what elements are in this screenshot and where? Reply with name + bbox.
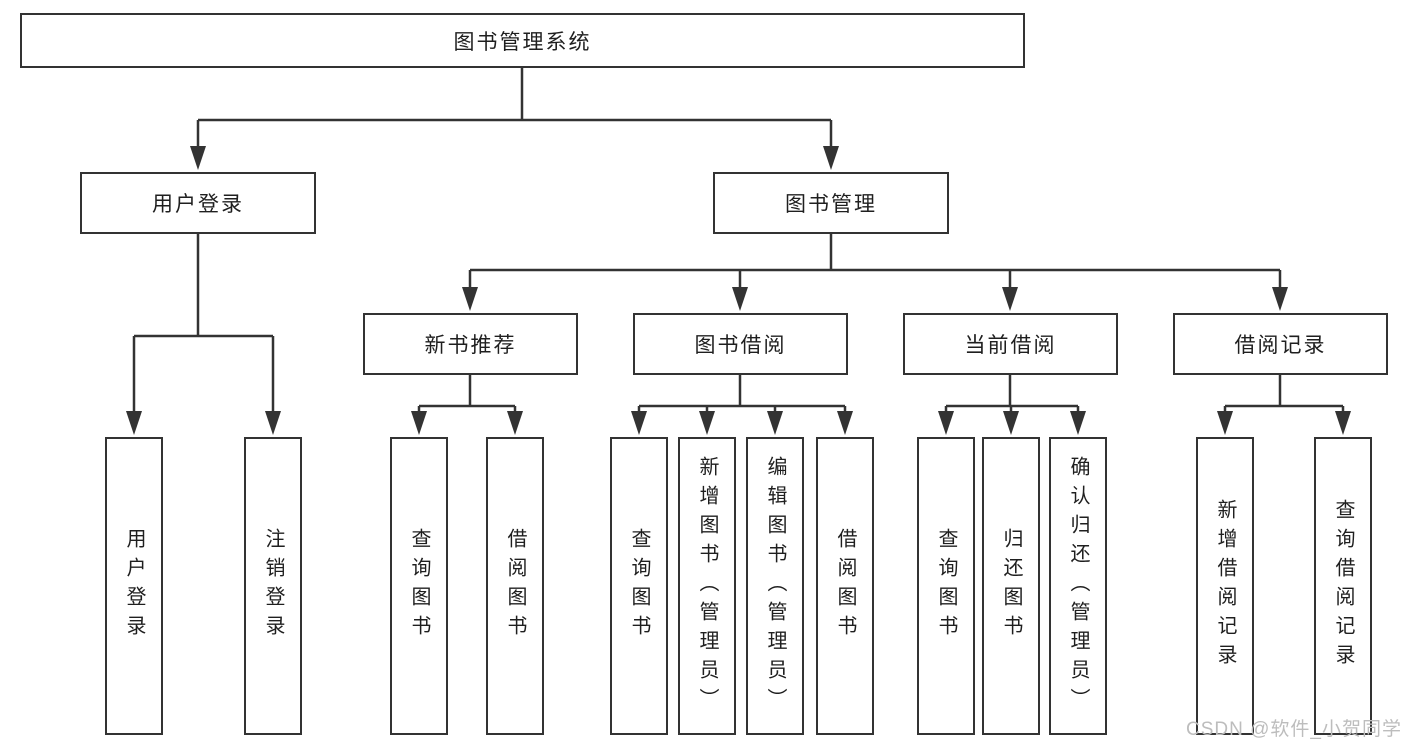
node-user-login: 用户登录 [80,172,316,234]
arrowheads [126,146,1351,435]
connector-root-to-level2 [196,68,833,150]
arrowhead-icon [1070,411,1086,435]
node-query-books-recommend: 查询图书 [390,437,448,735]
node-borrow-books-recommend: 借阅图书 [486,437,544,735]
node-confirm-return-admin-label: 确认归还（管理员） [1067,455,1089,717]
arrowhead-icon [1335,411,1351,435]
arrowhead-icon [823,146,839,170]
node-return-book: 归还图书 [982,437,1040,735]
arrowhead-icon [732,287,748,311]
arrowhead-icon [938,411,954,435]
node-new-book-recommend: 新书推荐 [363,313,578,375]
node-query-books-borrow-label: 查询图书 [628,528,650,644]
arrowhead-icon [837,411,853,435]
connector-userlogin-to-leaves [132,234,275,414]
node-book-management: 图书管理 [713,172,949,234]
node-confirm-return-admin: 确认归还（管理员） [1049,437,1107,735]
connector-recommend-to-leaves [417,375,517,414]
node-current-borrow: 当前借阅 [903,313,1118,375]
node-query-books-current: 查询图书 [917,437,975,735]
arrowhead-icon [1272,287,1288,311]
node-edit-book-admin: 编辑图书（管理员） [746,437,804,735]
node-query-books-recommend-label: 查询图书 [408,528,430,644]
node-borrow-records: 借阅记录 [1173,313,1388,375]
node-book-management-label: 图书管理 [785,193,877,216]
node-book-borrow-label: 图书借阅 [694,334,787,357]
node-return-book-label: 归还图书 [1000,528,1022,644]
node-query-books-borrow: 查询图书 [610,437,668,735]
connector-bookmgmt-to-level3 [468,234,1282,291]
csdn-watermark: CSDN @软件_小贺同学 [1186,719,1402,740]
arrowhead-icon [699,411,715,435]
node-user-login-leaf: 用户登录 [105,437,163,735]
arrowhead-icon [767,411,783,435]
node-root-label: 图书管理系统 [453,30,592,54]
arrowhead-icon [411,411,427,435]
node-edit-book-admin-label: 编辑图书（管理员） [764,455,786,717]
node-query-borrow-record: 查询借阅记录 [1314,437,1372,735]
node-borrow-books-recommend-label: 借阅图书 [504,528,526,644]
node-add-borrow-record: 新增借阅记录 [1196,437,1254,735]
node-add-book-admin: 新增图书（管理员） [678,437,736,735]
arrowhead-icon [507,411,523,435]
node-borrow-records-label: 借阅记录 [1234,334,1327,357]
node-current-borrow-label: 当前借阅 [964,334,1057,357]
arrowhead-icon [265,411,281,435]
node-new-book-recommend-label: 新书推荐 [424,334,517,357]
arrowhead-icon [1217,411,1233,435]
arrowhead-icon [190,146,206,170]
node-logout-leaf-label: 注销登录 [262,528,284,644]
node-query-borrow-record-label: 查询借阅记录 [1332,499,1354,673]
node-root: 图书管理系统 [20,13,1025,68]
node-logout-leaf: 注销登录 [244,437,302,735]
connector-current-to-leaves [944,375,1080,414]
arrowhead-icon [462,287,478,311]
node-user-login-leaf-label: 用户登录 [123,528,145,644]
connector-records-to-leaves [1223,375,1345,414]
node-add-borrow-record-label: 新增借阅记录 [1214,499,1236,673]
node-borrow-books-leaf: 借阅图书 [816,437,874,735]
node-borrow-books-leaf-label: 借阅图书 [834,528,856,644]
arrowhead-icon [631,411,647,435]
node-book-borrow: 图书借阅 [633,313,848,375]
node-query-books-current-label: 查询图书 [935,528,957,644]
arrowhead-icon [1003,411,1019,435]
arrowhead-icon [1002,287,1018,311]
node-add-book-admin-label: 新增图书（管理员） [696,455,718,717]
arrowhead-icon [126,411,142,435]
connector-borrow-to-leaves [637,375,847,414]
node-user-login-label: 用户登录 [152,193,244,216]
